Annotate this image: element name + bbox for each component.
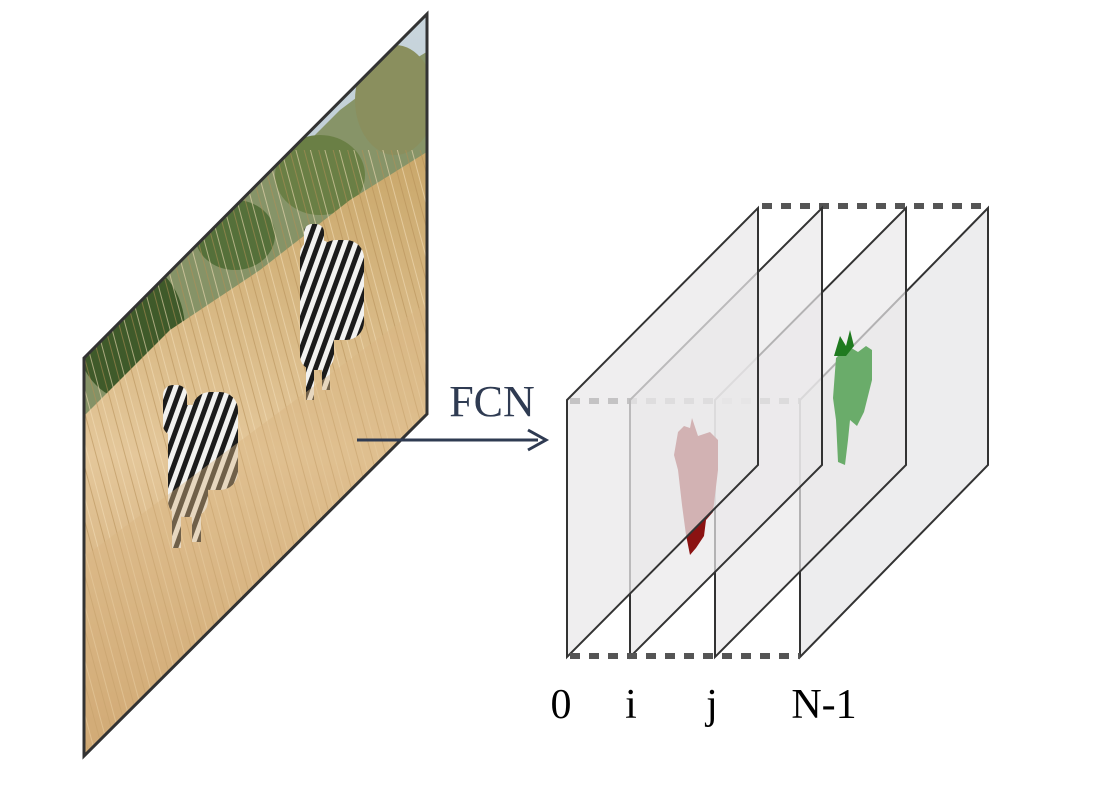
channel-label-i: i xyxy=(625,682,637,728)
output-volume xyxy=(566,203,989,660)
zebra-right xyxy=(300,224,364,400)
fcn-arrow xyxy=(357,428,550,452)
channel-label-j: j xyxy=(704,682,718,728)
fcn-label: FCN xyxy=(449,377,535,426)
channel-plane-first xyxy=(566,205,759,660)
channel-label-last: N-1 xyxy=(791,682,856,728)
input-image xyxy=(82,10,429,760)
channel-label-first: 0 xyxy=(551,682,572,728)
class-mask-j xyxy=(833,330,872,465)
image-frame xyxy=(82,10,429,760)
zebra-photo xyxy=(84,14,427,756)
zebra-left xyxy=(163,385,238,548)
